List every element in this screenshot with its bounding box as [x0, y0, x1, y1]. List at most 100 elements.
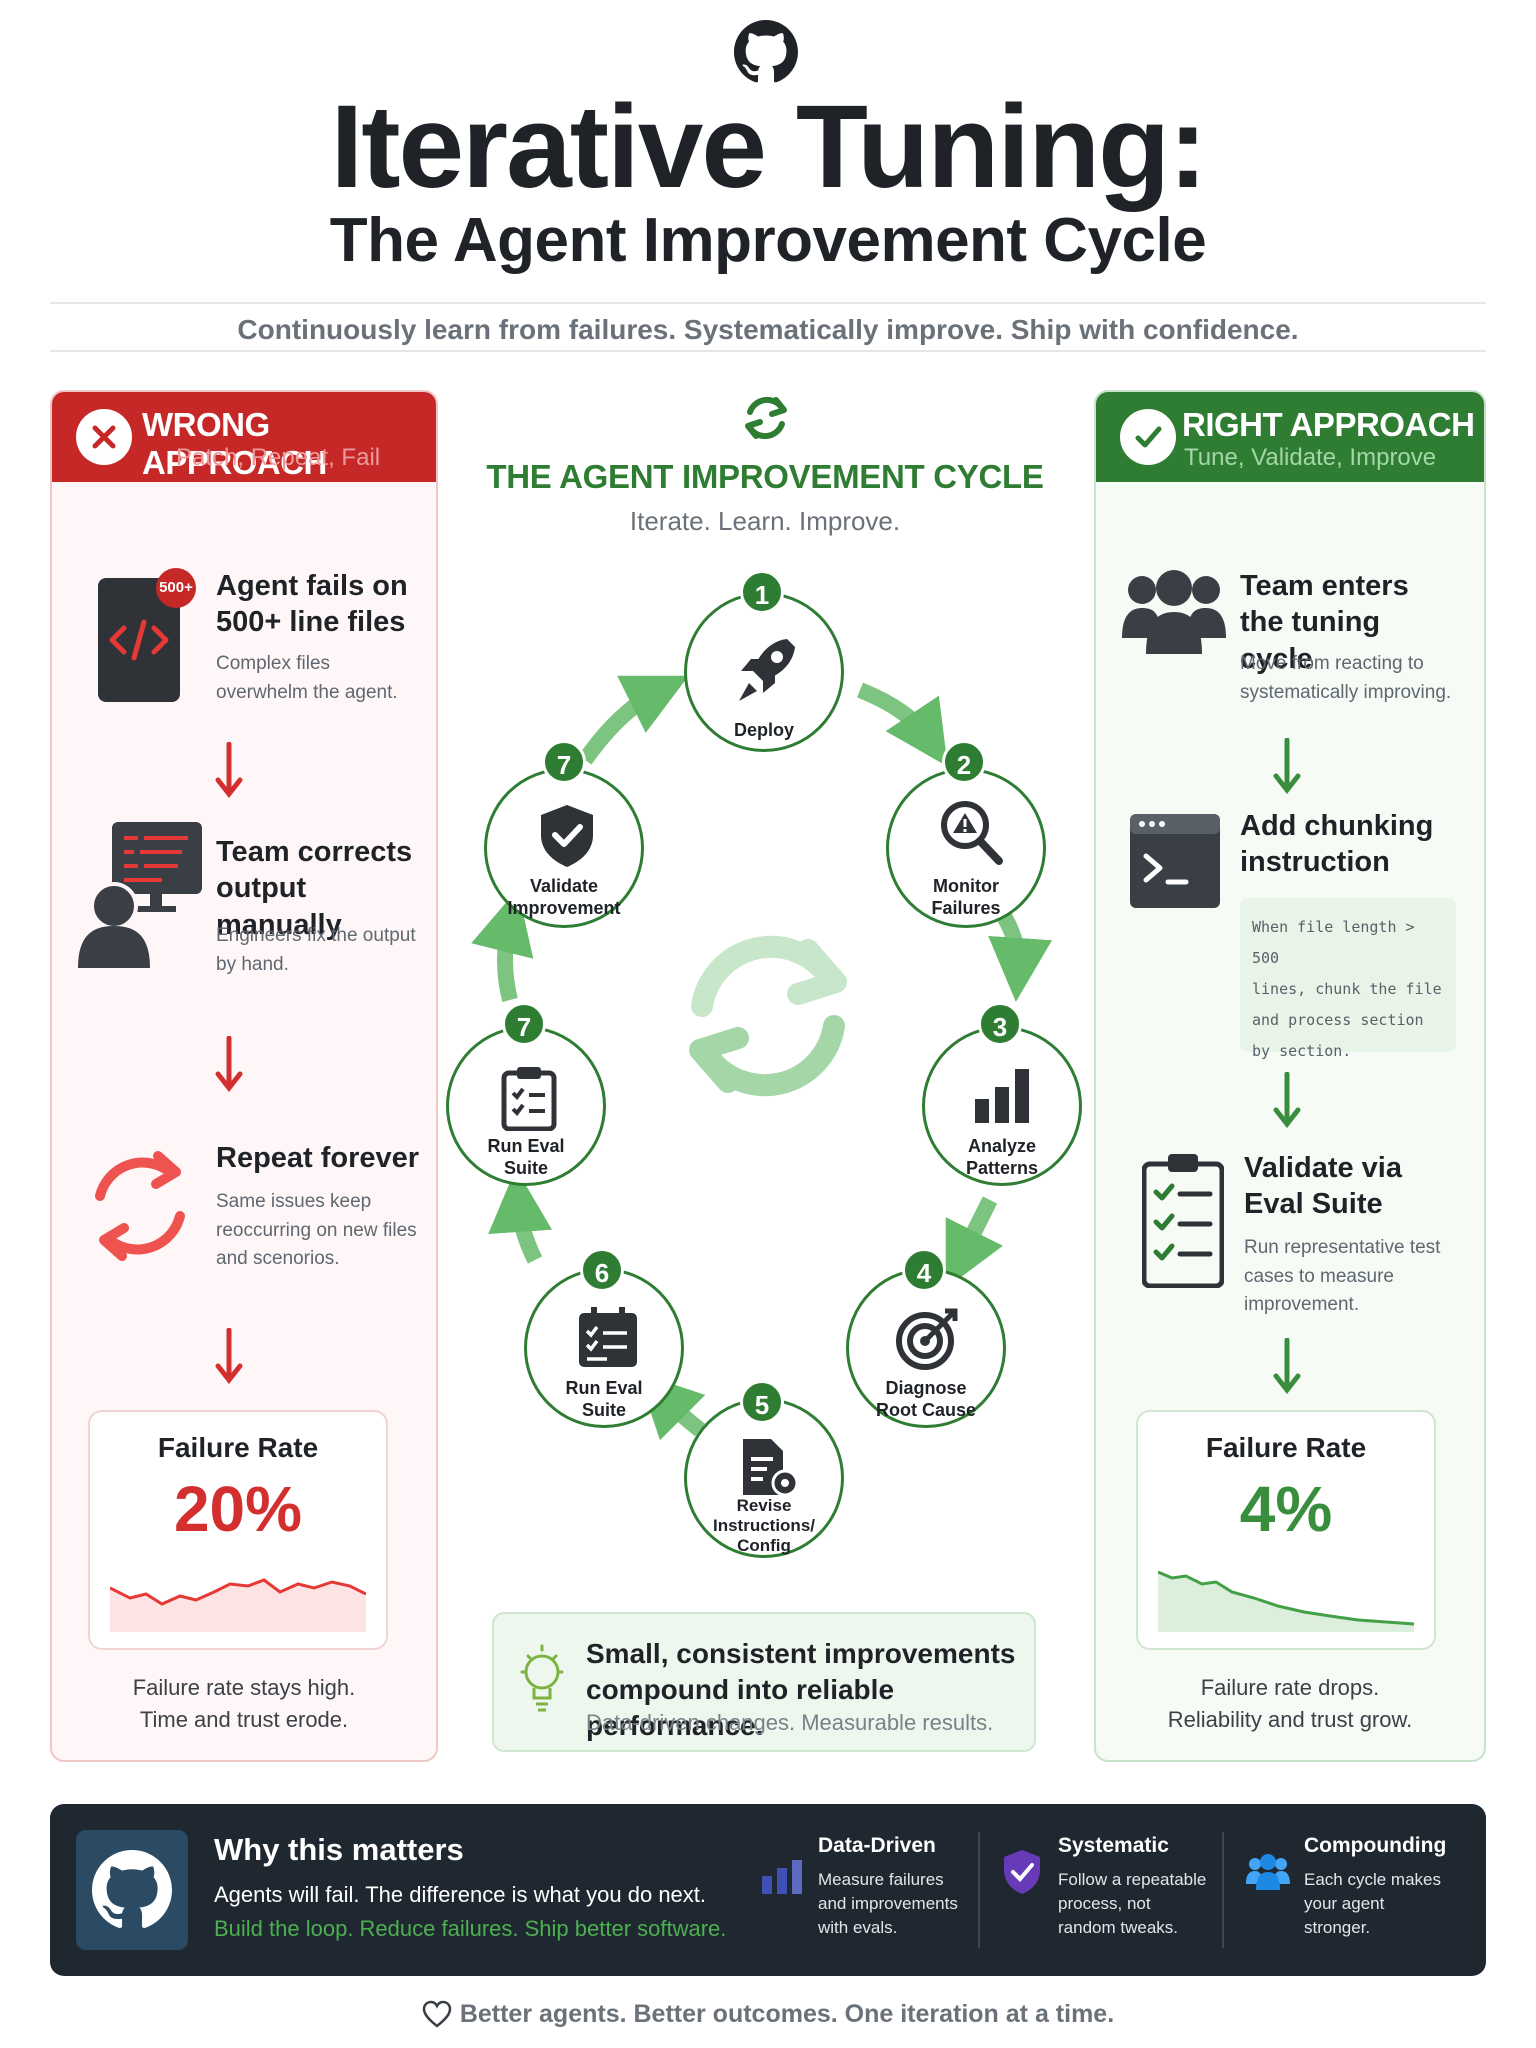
tagline: Continuously learn from failures. System…	[237, 314, 1299, 345]
node-label: Run Eval	[565, 1378, 643, 1398]
node-label: Validate	[529, 876, 599, 896]
right-caption-2: Reliability and trust grow.	[1167, 1707, 1413, 1732]
node-label: Diagnose	[885, 1378, 967, 1398]
shield-check-icon	[541, 805, 593, 867]
cycle-node-monitor-failures: Monitor Failures	[886, 768, 1046, 928]
team-icon	[1122, 570, 1226, 654]
footer-item-title: Systematic	[1058, 1834, 1169, 1857]
wrong-step-1-title: Agent fails on 500+ line files	[216, 570, 408, 639]
node-label: Patterns	[965, 1158, 1039, 1178]
divider	[50, 350, 1486, 352]
right-step-2-title: Add chunking instruction	[1240, 810, 1434, 879]
wrong-failure-rate-card: Failure Rate 20%	[88, 1410, 388, 1650]
footer-item-desc: Measure failures	[818, 1870, 944, 1889]
wrong-step-3-title: Repeat forever	[216, 1142, 420, 1174]
footer-item-desc: process, not	[1058, 1894, 1151, 1913]
step-badge: 6	[580, 1248, 624, 1292]
arrow-down-icon	[215, 1328, 243, 1384]
arrow-down-icon	[215, 742, 243, 798]
wrong-approach-header: WRONG APPROACH Patch, Repeat, Fail	[52, 392, 436, 482]
code-line: by section.	[1252, 1042, 1352, 1060]
check-icon	[1120, 409, 1176, 465]
page-subtitle: The Agent Improvement Cycle	[329, 206, 1207, 275]
wrong-caption-1: Failure rate stays high.	[132, 1675, 356, 1700]
wrong-step-2-desc: Engineers fix the output by hand.	[216, 925, 416, 975]
arrow-down-icon	[215, 1036, 243, 1092]
cycle-node-deploy: Deploy	[684, 592, 844, 752]
why-this-matters-bar: Why this matters Agents will fail. The d…	[50, 1804, 1486, 1976]
node-label: Run Eval	[487, 1136, 565, 1156]
right-approach-subtitle: Tune, Validate, Improve	[1184, 444, 1437, 471]
arrow-down-icon	[1273, 1338, 1301, 1394]
engineer-monitor-icon	[78, 822, 202, 968]
divider	[1222, 1832, 1224, 1948]
wrong-step-1-desc: Complex files overwhelm the agent.	[216, 653, 398, 703]
code-line: and process section	[1252, 1011, 1424, 1029]
node-label: Improvement	[507, 898, 621, 918]
divider	[978, 1832, 980, 1948]
failure-rate-label: Failure Rate	[1205, 1432, 1367, 1463]
cycle-node-validate-improvement: Validate Improvement	[484, 768, 644, 928]
node-label: Instructions/	[712, 1516, 815, 1535]
step-badge: 1	[740, 570, 784, 614]
terminal-icon	[1130, 814, 1220, 908]
shield-check-icon	[1004, 1850, 1040, 1894]
rocket-icon	[739, 639, 795, 701]
right-step-1-desc: Move from reacting to systematically imp…	[1240, 653, 1452, 703]
footer-item-title: Compounding	[1304, 1834, 1447, 1857]
file-size-badge: 500+	[156, 568, 196, 608]
insight-line-1: Small, consistent improvements	[586, 1638, 1016, 1669]
node-label: Analyze	[967, 1136, 1037, 1156]
x-icon	[76, 409, 132, 465]
arrow-down-icon	[1273, 1072, 1301, 1128]
team-icon	[1246, 1854, 1290, 1890]
footer-title: Why this matters	[214, 1832, 464, 1867]
insight-line-2: compound into reliable performance.	[586, 1674, 895, 1742]
footer-item-desc: random tweaks.	[1058, 1918, 1178, 1937]
code-line: lines, chunk the file	[1252, 980, 1442, 998]
step-badge: 4	[902, 1248, 946, 1292]
wrong-approach-subtitle: Patch, Repeat, Fail	[176, 444, 381, 471]
right-step-3-title: Validate via Eval Suite	[1244, 1152, 1402, 1221]
cycle-refresh-icon	[745, 396, 787, 440]
failure-rate-value: 20%	[173, 1473, 303, 1545]
wrong-approach-title: WRONG APPROACH	[142, 406, 327, 481]
cycle-arrows	[471, 675, 1053, 1441]
step-badge: 3	[978, 1002, 1022, 1046]
chunking-instruction-code: When file length > 500 lines, chunk the …	[1240, 898, 1456, 1060]
github-logo-icon	[76, 1830, 188, 1950]
footer-item-desc: Each cycle makes	[1304, 1870, 1441, 1889]
checklist-icon	[579, 1307, 637, 1367]
cycle-title: THE AGENT IMPROVEMENT CYCLE	[486, 458, 1044, 495]
page-title: Iterative Tuning:	[330, 81, 1207, 213]
right-approach-header: RIGHT APPROACH Tune, Validate, Improve	[1096, 392, 1484, 482]
node-label: Root Cause	[875, 1400, 976, 1420]
wrong-approach-panel: WRONG APPROACH Patch, Repeat, Fail 500+ …	[50, 390, 438, 1762]
center-refresh-icon	[689, 935, 847, 1097]
bar-chart-icon	[762, 1860, 802, 1894]
doc-gear-icon	[743, 1439, 799, 1497]
footer-item-desc: with evals.	[818, 1918, 898, 1937]
code-line: When file length > 500	[1252, 918, 1415, 967]
step-badge: 7	[542, 740, 586, 784]
node-label: Failures	[931, 898, 1001, 918]
clipboard-icon	[501, 1067, 557, 1131]
step-badge: 7	[502, 1002, 546, 1046]
checklist-clipboard-icon	[1142, 1154, 1224, 1288]
failure-trend-sparkline	[1158, 1570, 1414, 1632]
node-label: Suite	[581, 1400, 626, 1420]
bottom-note-text: Better agents. Better outcomes. One iter…	[459, 2000, 1115, 2028]
right-step-1-title: Team enters the tuning cycle	[1240, 570, 1409, 675]
failure-rate-value: 4%	[1239, 1473, 1333, 1545]
wrong-caption-2: Time and trust erode.	[139, 1707, 349, 1732]
magnifier-alert-icon	[941, 801, 1003, 865]
arrow-down-icon	[1273, 738, 1301, 794]
footer-item-desc: stronger.	[1304, 1918, 1371, 1937]
footer-item-desc: and improvements	[818, 1894, 958, 1913]
target-icon	[896, 1308, 958, 1370]
node-label: Deploy	[733, 720, 794, 740]
right-caption-1: Failure rate drops.	[1200, 1675, 1380, 1700]
cycle-node-run-eval-suite: Run Eval Suite	[524, 1268, 684, 1428]
wrong-step-2-title: Team corrects output manually	[216, 836, 413, 941]
divider	[50, 302, 1486, 304]
